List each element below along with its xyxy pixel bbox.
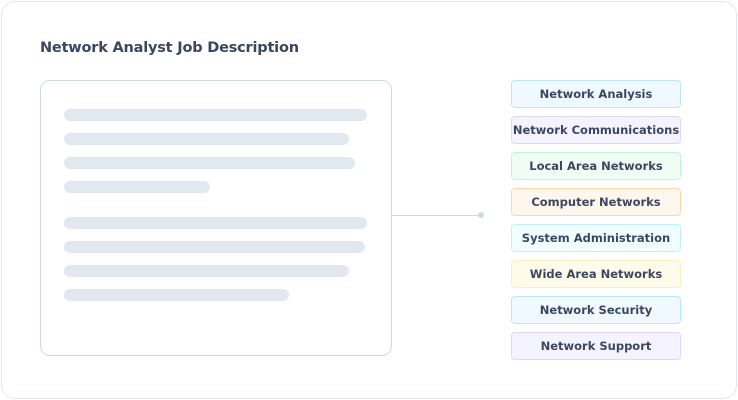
text-placeholder-line xyxy=(64,181,210,193)
text-placeholder-line xyxy=(64,241,365,253)
skill-tag: Local Area Networks xyxy=(511,152,681,180)
skill-tag: System Administration xyxy=(511,224,681,252)
skill-tag: Network Support xyxy=(511,332,681,360)
skill-tag: Network Analysis xyxy=(511,80,681,108)
skill-tag: Wide Area Networks xyxy=(511,260,681,288)
skill-tag: Network Communications xyxy=(511,116,681,144)
connector-line xyxy=(391,215,481,216)
text-placeholder-line xyxy=(64,133,349,145)
text-placeholder-line xyxy=(64,289,289,301)
job-description-document xyxy=(40,80,392,356)
text-placeholder-line xyxy=(64,265,349,277)
page-title: Network Analyst Job Description xyxy=(40,40,299,56)
text-placeholder-line xyxy=(64,157,355,169)
text-placeholder-line xyxy=(64,217,367,229)
skill-tag: Computer Networks xyxy=(511,188,681,216)
text-placeholder-line xyxy=(64,109,367,121)
skill-tag: Network Security xyxy=(511,296,681,324)
connector-dot xyxy=(478,212,484,218)
